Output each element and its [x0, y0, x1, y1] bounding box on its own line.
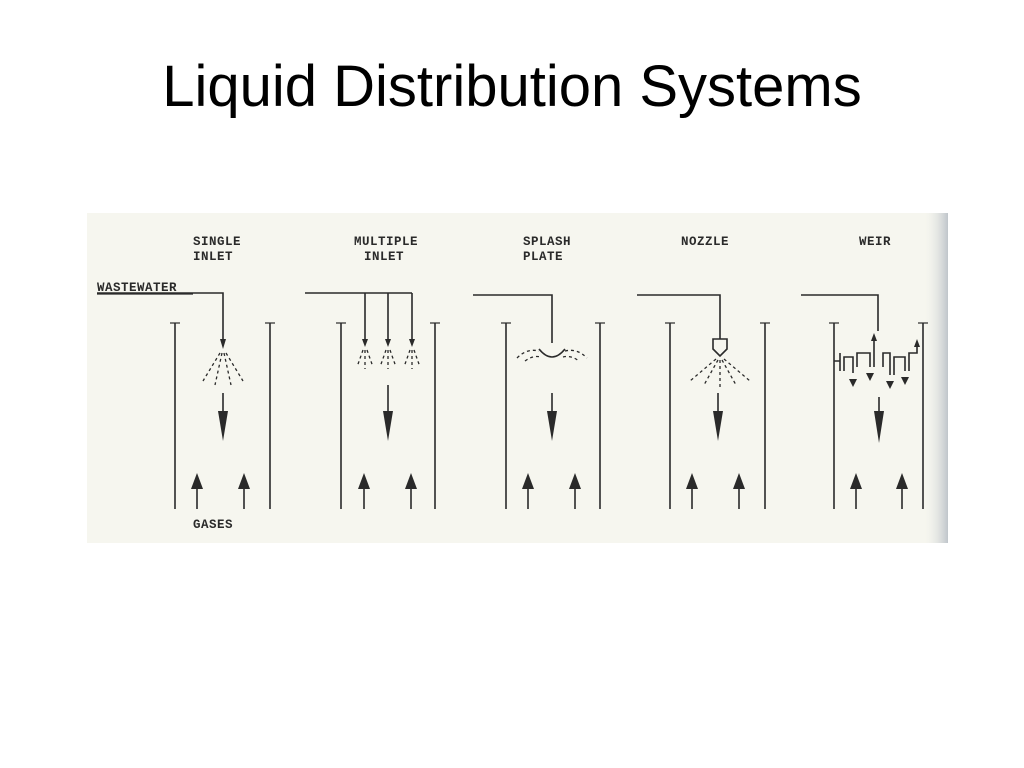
weir-troughs: [834, 337, 918, 375]
gas-arrow-head: [238, 473, 250, 489]
liquid-flow-arrow-head: [874, 411, 884, 443]
distribution-diagram: SINGLE INLET MULTIPLE INLET SPLASH PLATE…: [87, 213, 948, 543]
column-weir: [801, 294, 928, 509]
gas-arrow-head: [522, 473, 534, 489]
label-multiple: MULTIPLE: [354, 235, 418, 249]
gas-arrow-head: [191, 473, 203, 489]
branch-tips: [362, 339, 415, 347]
label-nozzle: NOZZLE: [681, 235, 729, 249]
label-weir: WEIR: [859, 235, 891, 249]
nozzle-head: [712, 338, 728, 358]
gas-arrow-head: [896, 473, 908, 489]
gas-arrow-head: [686, 473, 698, 489]
gas-arrow-head: [733, 473, 745, 489]
column-splash-plate: [473, 294, 605, 509]
column-single-inlet: [97, 292, 275, 509]
gas-arrow-head: [405, 473, 417, 489]
label-wastewater: WASTEWATER: [97, 281, 177, 295]
label-splash-plate: PLATE: [523, 250, 563, 264]
column-nozzle: [637, 294, 770, 509]
inlet-pipe: [473, 294, 553, 343]
slide-title: Liquid Distribution Systems: [162, 54, 862, 119]
inlet-pipe: [97, 292, 224, 343]
weir-overflow-drops: [849, 373, 909, 389]
label-single: SINGLE: [193, 235, 241, 249]
scan-edge-shadow: [923, 213, 948, 543]
gas-arrow-head: [358, 473, 370, 489]
diagram-canvas: SINGLE INLET MULTIPLE INLET SPLASH PLATE…: [97, 213, 948, 543]
pipe-tip: [220, 339, 226, 349]
spray-pattern: [689, 358, 751, 387]
label-multiple-inlet: INLET: [364, 250, 404, 264]
splash-spray: [516, 349, 588, 362]
splash-plate: [538, 348, 566, 358]
liquid-flow-arrow-head: [218, 411, 228, 441]
label-gases: GASES: [193, 518, 233, 532]
inlet-pipe: [637, 294, 721, 339]
label-splash: SPLASH: [523, 235, 571, 249]
liquid-flow-arrow-head: [383, 411, 393, 441]
spray-pattern: [356, 349, 421, 369]
weir-up-ticks: [871, 333, 920, 347]
column-multiple-inlet: [305, 292, 440, 509]
inlet-branch-pipes: [364, 293, 413, 343]
label-single-inlet: INLET: [193, 250, 233, 264]
inlet-pipe: [801, 294, 879, 331]
gas-arrow-head: [850, 473, 862, 489]
liquid-flow-arrow-head: [713, 411, 723, 441]
gas-arrow-head: [569, 473, 581, 489]
liquid-flow-arrow-head: [547, 411, 557, 441]
spray-pattern: [202, 352, 244, 386]
